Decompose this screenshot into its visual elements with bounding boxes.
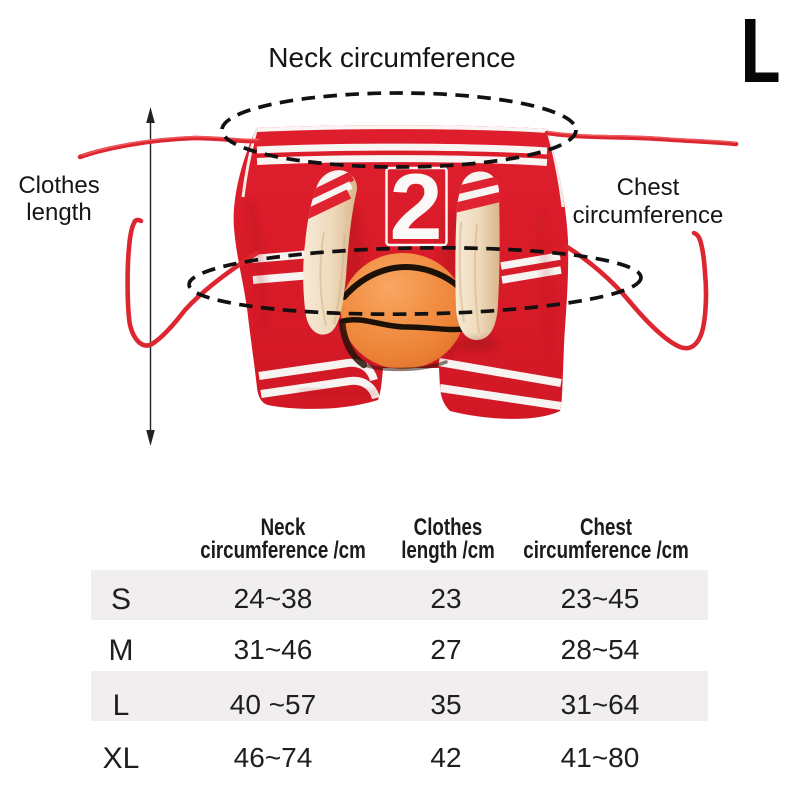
svg-text:2: 2 <box>390 154 443 259</box>
